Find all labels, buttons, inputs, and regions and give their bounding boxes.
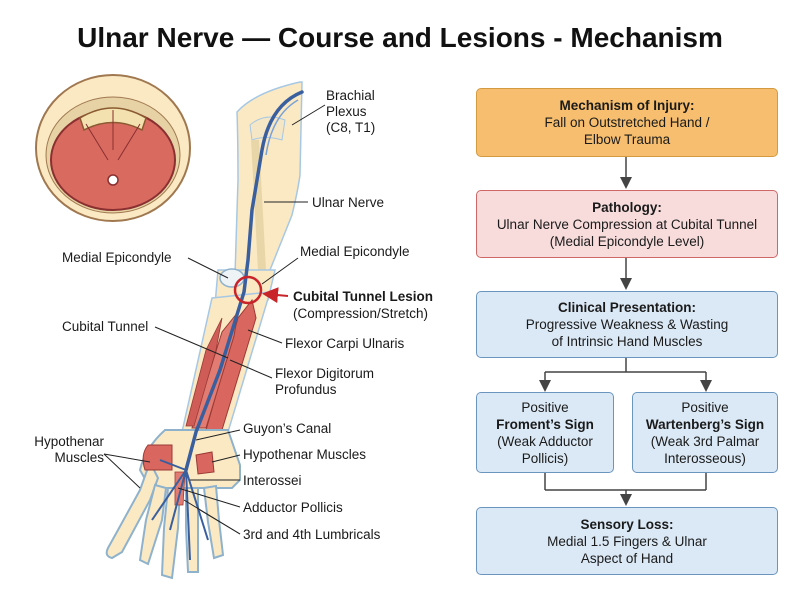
label-flexor-carpi-ulnaris: Flexor Carpi Ulnaris [285,336,405,351]
label-adductor-pollicis: Adductor Pollicis [243,500,343,515]
wartenbergs-sign-box: Positive Wartenberg’s Sign (Weak 3rd Pal… [632,392,778,473]
cubital-tunnel-lesion-marker [233,275,263,305]
froments-sign-box: Positive Froment’s Sign (Weak Adductor P… [476,392,614,473]
clinical-presentation-box: Clinical Presentation: Progressive Weakn… [476,291,778,358]
arm-anatomy-illustration [35,74,326,580]
label-ulnar-nerve: Ulnar Nerve [312,195,385,210]
label-lumbricals: 3rd and 4th Lumbricals [243,527,381,542]
label-interossei: Interossei [243,473,302,488]
label-cubital-tunnel-lesion: Cubital Tunnel Lesion [293,289,433,304]
mechanism-of-injury-box: Mechanism of Injury: Fall on Outstretche… [476,88,778,157]
ulnar-nerve-path [151,90,304,561]
label-brachial-plexus: Brachial Plexus (C8, T1) [326,88,376,135]
arm-cross-section [35,74,191,222]
label-leader-lines [103,104,326,535]
label-cubital-tunnel-lesion-sub: (Compression/Stretch) [293,306,429,321]
pathology-box: Pathology: Ulnar Nerve Compression at Cu… [476,190,778,258]
label-guyons-canal: Guyon’s Canal [243,421,332,436]
forearm [181,291,272,433]
upper-arm [234,81,303,276]
page-title: Ulnar Nerve — Course and Lesions - Mecha… [77,22,723,53]
label-hypothenar-muscles-left: Hypothenar Muscles [34,434,104,465]
label-cubital-tunnel: Cubital Tunnel [62,319,149,334]
label-medial-epicondyle-left: Medial Epicondyle [62,250,172,265]
sensory-loss-box: Sensory Loss: Medial 1.5 Fingers & Ulnar… [476,507,778,575]
flowchart-connectors [539,157,712,506]
label-medial-epicondyle-right: Medial Epicondyle [300,244,410,259]
label-hypothenar-muscles-right: Hypothenar Muscles [243,447,367,462]
hand [105,429,241,580]
label-flexor-digitorum-profundus: Flexor Digitorum Profundus [275,366,375,397]
